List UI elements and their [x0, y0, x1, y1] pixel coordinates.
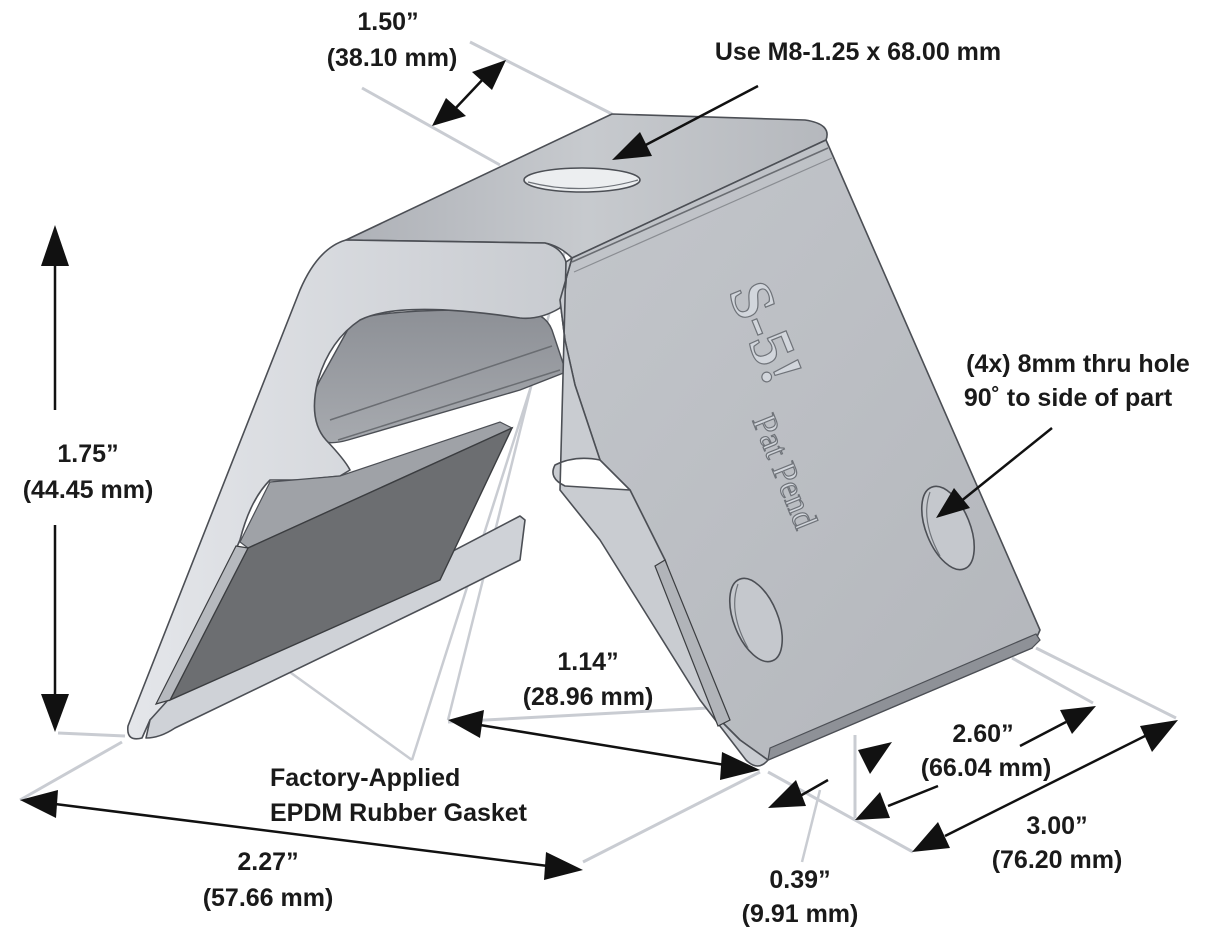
height-inch: 1.75” [57, 440, 118, 468]
hole-offset-inch: 0.39” [769, 866, 830, 894]
hole-spacing-arrow [855, 706, 1096, 820]
height-arrow [41, 225, 69, 732]
epdm-gasket-left-edge [154, 545, 249, 705]
length-mm: (76.20 mm) [992, 846, 1123, 874]
inner-rib-1 [329, 345, 553, 421]
side-face-bottom-strip [767, 633, 1041, 761]
top-width-mm: (38.10 mm) [327, 44, 458, 72]
hole-offset-arrow [768, 742, 892, 808]
gasket-label-line2: EPDM Rubber Gasket [270, 799, 528, 827]
epdm-gasket-right [654, 559, 731, 727]
base-width-inch: 2.27” [237, 848, 298, 876]
bracket-part: S-5! Pat Pend [126, 113, 1041, 767]
bracket-right-inner-leg [552, 257, 769, 767]
labels: 1.50” (38.10 mm) Use M8-1.25 x 68.00 mm … [23, 8, 1190, 928]
hole-count-callout: (4x) 8mm thru hole [966, 350, 1190, 378]
hole-callout-arrow [936, 427, 1053, 518]
top-ridge-2 [573, 157, 833, 273]
side-hole-2 [728, 577, 784, 663]
gasket-label-line1: Factory-Applied [270, 764, 460, 792]
length-arrow [912, 720, 1178, 852]
bolt-hole-inner [527, 179, 639, 190]
inner-span-arrow [448, 710, 760, 780]
hole-offset-mm: (9.91 mm) [742, 900, 859, 928]
top-width-inch: 1.50” [357, 8, 418, 36]
length-inch: 3.00” [1026, 812, 1087, 840]
top-width-arrow [432, 60, 506, 126]
base-width-mm: (57.66 mm) [203, 884, 334, 912]
inner-rib-2 [337, 369, 561, 441]
inner-span-mm: (28.96 mm) [523, 683, 654, 711]
hole-spacing-mm: (66.04 mm) [921, 754, 1052, 782]
inner-span-inch: 1.14” [557, 648, 618, 676]
top-ridge [571, 147, 829, 263]
side-hole-1-inner [926, 491, 941, 557]
height-mm: (44.45 mm) [23, 476, 154, 504]
hole-orientation-callout: 90˚ to side of part [964, 384, 1173, 412]
hole-spacing-inch: 2.60” [952, 720, 1013, 748]
base-width-arrow [20, 790, 583, 880]
side-hole-2-inner [734, 583, 749, 649]
bolt-callout-arrow [612, 84, 759, 160]
bolt-callout: Use M8-1.25 x 68.00 mm [715, 38, 1001, 66]
dimension-arrows [20, 60, 1178, 880]
